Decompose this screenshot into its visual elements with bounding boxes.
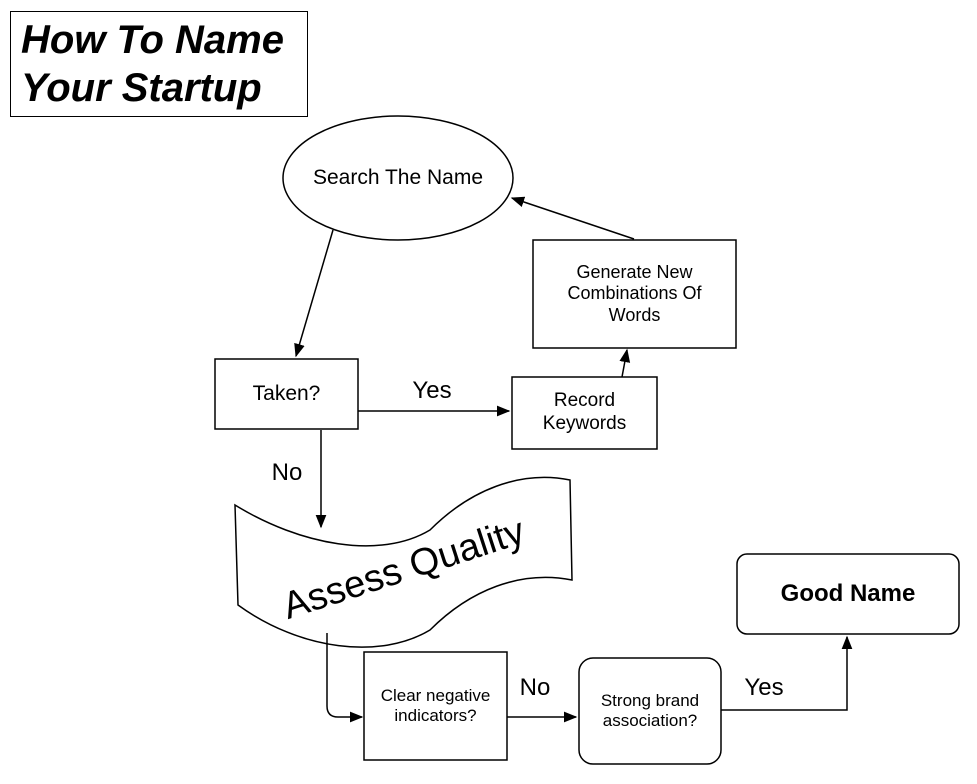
edge-record-to-generate	[619, 348, 631, 378]
edge-search-to-taken	[294, 229, 334, 358]
node-record-label: Record Keywords	[542, 390, 627, 434]
node-brand-label: Strong brand association?	[600, 690, 700, 730]
node-good-label: Good Name	[780, 579, 916, 607]
diagram-title: How To Name Your Startup	[10, 11, 308, 117]
node-record-shape	[511, 376, 658, 450]
title-line-1: How To Name	[21, 18, 284, 62]
node-taken-label: Taken?	[252, 382, 321, 406]
edge-label-negative-no: No	[519, 673, 551, 701]
edge-brand-to-good	[721, 635, 853, 711]
node-assess-shape	[234, 476, 573, 648]
node-generate-label: Generate New Combinations Of Words	[567, 261, 702, 325]
edge-label-taken-no: No	[271, 458, 303, 486]
edge-label-brand-yes: Yes	[744, 673, 784, 701]
node-taken-shape	[214, 358, 359, 430]
node-good-shape	[736, 553, 960, 635]
node-negative-label: Clear negative indicators?	[380, 685, 491, 725]
node-negative-shape	[363, 651, 508, 761]
edge-generate-to-search	[510, 196, 635, 240]
edge-assess-to-negative	[326, 633, 364, 723]
edge-label-taken-yes: Yes	[412, 376, 452, 404]
title-line-2: Your Startup	[21, 66, 262, 110]
node-brand-shape	[578, 657, 722, 765]
node-search-shape	[282, 115, 514, 241]
node-generate-shape	[532, 239, 737, 349]
node-search-label: Search The Name	[312, 166, 484, 190]
